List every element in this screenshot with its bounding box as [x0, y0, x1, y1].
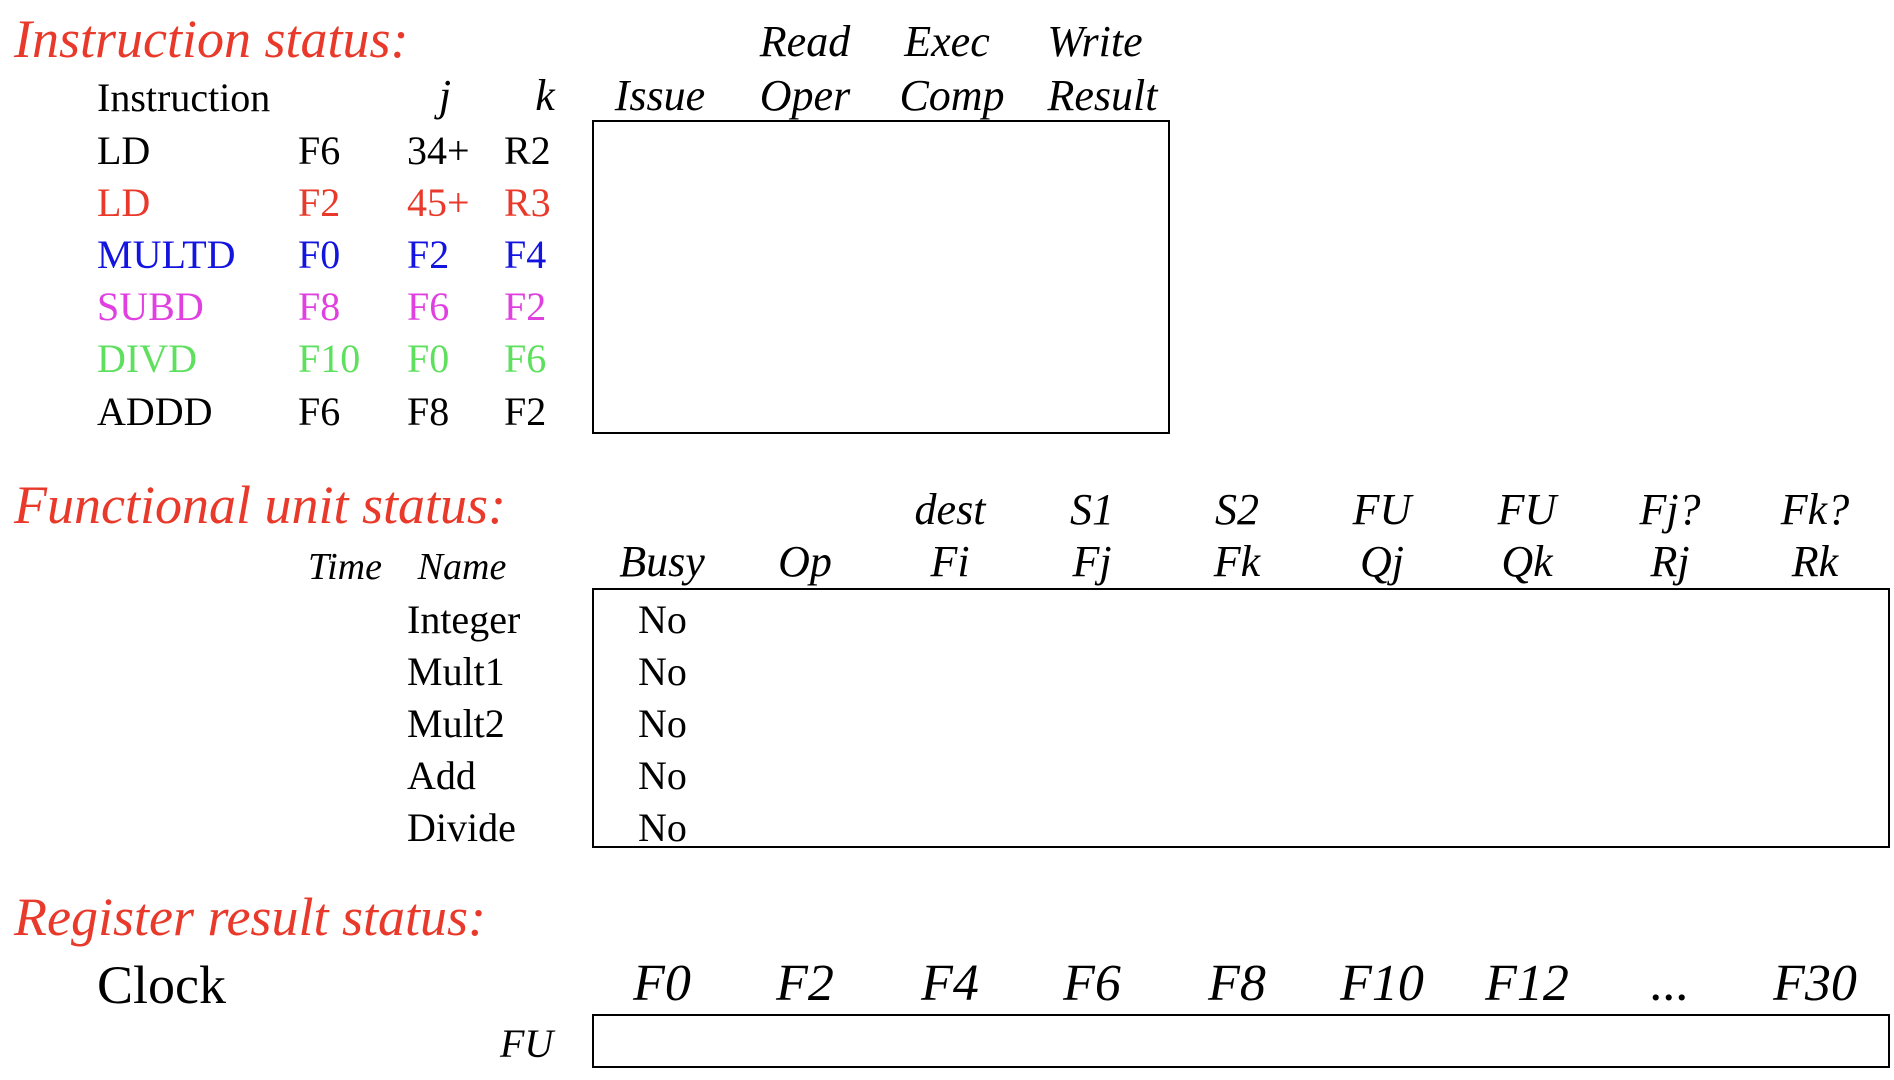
- header-result: Result: [1047, 71, 1158, 120]
- header-read: Read: [759, 17, 851, 66]
- fu-header-bottom: Name: [417, 546, 507, 588]
- fu-header-top: Fk?: [1780, 485, 1850, 534]
- clock-label: Clock: [97, 955, 226, 1015]
- instruction-dest: F10: [298, 336, 361, 381]
- instruction-dest: F6: [298, 389, 341, 434]
- fu-name: Add: [407, 753, 476, 798]
- register-name: F10: [1340, 955, 1424, 1012]
- header-issue: Issue: [614, 71, 706, 120]
- instruction-op: MULTD: [97, 232, 236, 277]
- instruction-op: ADDD: [97, 389, 213, 434]
- functional-unit-status-title: Functional unit status:: [14, 475, 506, 535]
- fu-header-top: S2: [1215, 485, 1259, 534]
- fu-header-top: Fj?: [1639, 485, 1701, 534]
- fu-header-bottom: Qk: [1501, 537, 1553, 586]
- register-name: F2: [776, 955, 834, 1012]
- fu-header-top: dest: [914, 485, 986, 534]
- instruction-dest: F8: [298, 284, 341, 329]
- instruction-dest: F2: [298, 180, 341, 225]
- fu-name: Mult2: [407, 701, 505, 746]
- fu-header-bottom: Fj: [1072, 537, 1112, 586]
- instruction-op: LD: [97, 128, 151, 173]
- fu-busy: No: [638, 753, 687, 798]
- instruction-dest: F0: [298, 232, 341, 277]
- instruction-status-box: [592, 120, 1170, 434]
- header-j: j: [438, 71, 452, 120]
- instruction-j: 45+: [407, 180, 470, 225]
- instruction-j: F6: [407, 284, 450, 329]
- fu-name: Mult1: [407, 649, 505, 694]
- fu-header-bottom: Op: [778, 537, 832, 586]
- fu-header-bottom: Rj: [1650, 537, 1690, 586]
- functional-unit-status-box: [592, 588, 1890, 848]
- register-name: F0: [633, 955, 691, 1012]
- fu-header-top: S1: [1070, 485, 1114, 534]
- fu-header-top: FU: [1352, 485, 1412, 534]
- fu-header-bottom: Fk: [1213, 537, 1261, 586]
- header-comp: Comp: [899, 71, 1005, 120]
- header-write: Write: [1047, 17, 1143, 66]
- header-exec: Exec: [904, 17, 990, 66]
- register-name: F12: [1485, 955, 1569, 1012]
- register-result-status-title: Register result status:: [14, 887, 486, 947]
- instruction-op: DIVD: [97, 336, 197, 381]
- instruction-j: F8: [407, 389, 450, 434]
- instruction-j: 34+: [407, 128, 470, 173]
- fu-header-bottom: Time: [308, 546, 382, 588]
- instruction-op: LD: [97, 180, 151, 225]
- fu-name: Integer: [407, 597, 521, 642]
- instruction-status-title: Instruction status:: [14, 9, 409, 69]
- register-name: F8: [1208, 955, 1266, 1012]
- header-k: k: [535, 71, 555, 120]
- header-instruction: Instruction: [97, 75, 271, 120]
- fu-header-bottom: Busy: [619, 537, 705, 586]
- instruction-dest: F6: [298, 128, 341, 173]
- register-name: F6: [1063, 955, 1121, 1012]
- header-oper: Oper: [759, 71, 851, 120]
- fu-row-label: FU: [500, 1021, 554, 1066]
- instruction-k: R3: [504, 180, 551, 225]
- instruction-k: F2: [504, 389, 547, 434]
- instruction-k: R2: [504, 128, 551, 173]
- register-result-box: [592, 1014, 1890, 1068]
- fu-header-bottom: Fi: [930, 537, 970, 586]
- instruction-op: SUBD: [97, 284, 204, 329]
- register-name: ...: [1650, 955, 1690, 1012]
- fu-header-top: FU: [1497, 485, 1557, 534]
- instruction-k: F4: [504, 232, 547, 277]
- instruction-j: F2: [407, 232, 450, 277]
- fu-busy: No: [638, 649, 687, 694]
- register-name: F4: [921, 955, 979, 1012]
- fu-header-bottom: Qj: [1360, 537, 1404, 586]
- fu-busy: No: [638, 597, 687, 642]
- instruction-j: F0: [407, 336, 450, 381]
- fu-name: Divide: [407, 805, 516, 850]
- fu-busy: No: [638, 701, 687, 746]
- register-name: F30: [1773, 955, 1857, 1012]
- instruction-k: F2: [504, 284, 547, 329]
- fu-busy: No: [638, 805, 687, 850]
- instruction-k: F6: [504, 336, 547, 381]
- fu-header-bottom: Rk: [1791, 537, 1839, 586]
